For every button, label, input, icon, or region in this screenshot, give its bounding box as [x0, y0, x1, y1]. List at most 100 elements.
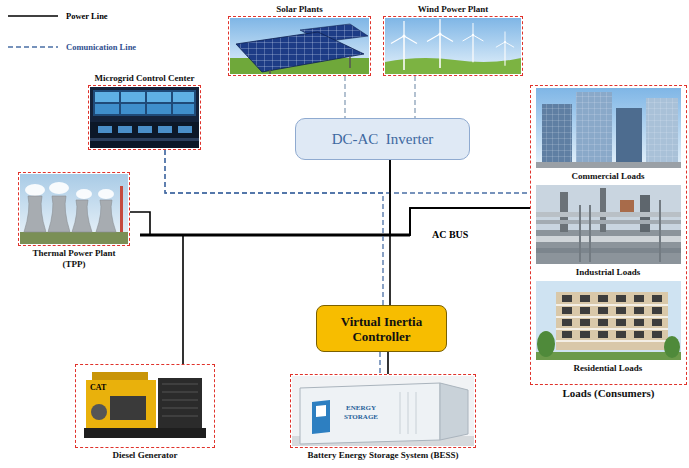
battery-storage-picture-part	[312, 400, 330, 434]
control-center-picture-part	[178, 126, 192, 133]
legend-samples	[8, 16, 58, 47]
legend-samples-part	[8, 15, 58, 17]
commercial-buildings-picture-part	[646, 98, 678, 168]
node-caption: Battery Energy Storage System (BESS)	[308, 450, 459, 461]
node-caption: Diesel Generator	[112, 450, 177, 461]
thermal-plant-picture-part	[20, 232, 128, 244]
solar-plant-box: Solar Plants	[228, 16, 371, 76]
commercial-buildings-picture-part	[646, 98, 678, 168]
wind-turbine-picture	[385, 18, 521, 74]
battery-storage-picture-part	[292, 376, 474, 446]
thermal-plant-box: Thermal Power Plant (TPP)	[18, 172, 130, 246]
residential-building-picture	[536, 281, 681, 360]
power-line	[183, 208, 530, 364]
communication-line	[165, 150, 383, 305]
solar-panel-picture-part	[230, 18, 369, 74]
commercial-buildings-picture-part	[536, 88, 681, 168]
thermal-plant-picture-part	[98, 189, 114, 199]
diesel-generator-picture-part	[158, 378, 202, 428]
control-center-picture-part	[121, 104, 145, 114]
control-center-box: Microgrid Control Center	[88, 85, 201, 150]
control-center-picture-part	[118, 126, 132, 133]
brand-label: CAT	[90, 383, 106, 393]
control-center-picture-part	[147, 92, 171, 102]
battery-storage-picture-part	[440, 383, 468, 440]
thermal-plant-picture-part	[72, 200, 92, 232]
commercial-buildings-picture	[536, 88, 681, 168]
wind-turbine-picture-part	[391, 21, 417, 70]
control-center-picture-part	[90, 122, 199, 148]
control-center-picture-part	[158, 126, 172, 133]
diesel-generator-picture-part	[162, 384, 198, 416]
thermal-plant-picture-part	[76, 189, 92, 199]
load-box: Industrial Loads	[533, 184, 683, 278]
diesel-generator-picture-part	[110, 396, 146, 420]
communication-line	[379, 352, 380, 374]
inverter-box: DC-AC Inverter	[295, 118, 470, 160]
control-center-picture-part	[173, 92, 194, 102]
control-center-picture-part	[138, 126, 152, 133]
bus-label: AC BUS	[432, 229, 468, 241]
residential-building-picture-part	[556, 340, 668, 342]
thermal-plant-picture	[20, 174, 128, 244]
legend-communication-line: Comunication Line	[66, 42, 136, 52]
loads-group-box: Loads (Consumers)Commercial LoadsIndustr…	[530, 85, 687, 385]
industrial-plant-picture-part	[580, 200, 660, 262]
thermal-plant-picture-part	[20, 174, 128, 244]
solar-panel-picture-part	[236, 32, 364, 72]
communication-line	[414, 76, 415, 118]
node-caption: Solar Plants	[276, 4, 323, 15]
control-center-picture-part	[93, 90, 196, 116]
communication-line	[344, 76, 345, 118]
residential-building-picture-part	[556, 304, 668, 306]
commercial-buildings-picture-part	[576, 92, 612, 168]
control-center-picture-part	[173, 104, 194, 114]
diesel-generator-picture-part	[91, 404, 107, 420]
control-center-picture-part	[90, 87, 199, 148]
power-line	[390, 160, 530, 235]
diesel-generator-box: Diesel Generator	[75, 364, 215, 448]
legend-power-line: Power Line	[66, 11, 108, 21]
node-caption: Commercial Loads	[533, 171, 683, 182]
commercial-buildings-picture-part	[536, 162, 681, 168]
residential-building-picture-part	[556, 292, 668, 350]
controller-box: Virtual Inertia Controller	[316, 305, 447, 352]
diesel-generator-picture-part	[86, 380, 156, 428]
control-center-picture-part	[90, 138, 199, 141]
solar-panel-picture-part	[269, 70, 271, 74]
control-center-picture-part	[147, 104, 171, 114]
node-caption: Microgrid Control Center	[94, 73, 194, 84]
node-label: Virtual Inertia Controller	[317, 314, 446, 344]
node-caption: Thermal Power Plant (TPP)	[22, 248, 126, 270]
commercial-buildings-picture-part	[576, 92, 612, 168]
legend-samples-part	[8, 46, 58, 47]
thermal-plant-picture-part	[49, 182, 69, 194]
commercial-buildings-picture-part	[542, 104, 572, 168]
diesel-generator-picture-part	[84, 428, 206, 438]
wind-turbine-picture-part	[463, 23, 484, 62]
thermal-plant-picture-part	[48, 196, 70, 232]
commercial-buildings-picture-part	[542, 104, 572, 168]
power-line	[387, 352, 389, 374]
node-label: DC-AC Inverter	[332, 130, 434, 148]
control-center-picture-part	[121, 92, 145, 102]
load-box: Commercial Loads	[533, 88, 683, 182]
industrial-plant-picture	[536, 185, 681, 264]
diesel-generator-picture-part	[77, 366, 213, 446]
load-box: Residential Loads	[533, 280, 683, 374]
battery-storage-picture-part	[316, 405, 326, 417]
node-caption: Loads (Consumers)	[563, 387, 655, 400]
container-label: ENERGY STORAGE	[336, 404, 386, 422]
industrial-plant-picture-part	[600, 188, 606, 232]
control-center-picture-part	[95, 104, 119, 114]
thermal-plant-picture-part	[96, 200, 116, 232]
residential-building-picture-part	[556, 328, 668, 330]
wind-turbine-picture-part	[496, 32, 514, 66]
battery-storage-picture	[292, 376, 474, 446]
residential-building-picture-part	[664, 336, 680, 358]
wind-turbine-picture-part	[427, 19, 453, 68]
wind-turbine-picture-part	[385, 58, 521, 74]
battery-storage-picture-part	[400, 392, 416, 434]
